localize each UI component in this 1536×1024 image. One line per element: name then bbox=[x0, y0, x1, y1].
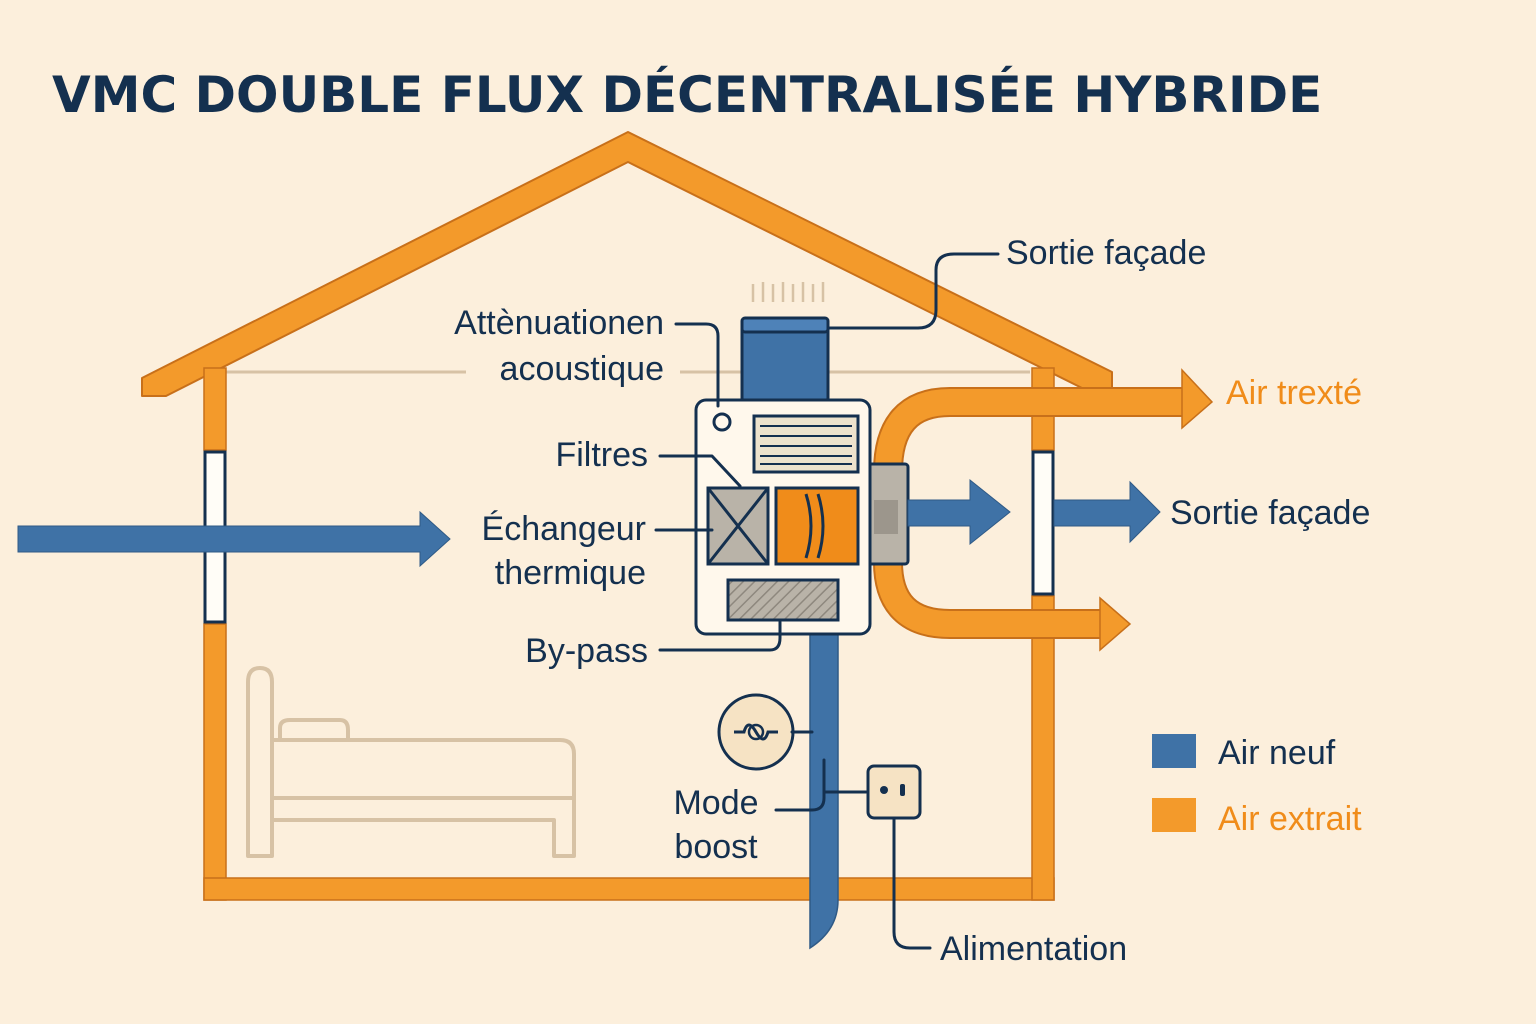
fresh-air-inlet-arrow bbox=[17, 510, 451, 568]
legend-swatch-air-extrait bbox=[1152, 798, 1196, 832]
facade-outlet-arrow bbox=[1053, 480, 1161, 544]
label-air-traite: Air trexté bbox=[1226, 374, 1362, 412]
legend-label-air-neuf: Air neuf bbox=[1218, 734, 1336, 772]
legend-swatch-air-neuf bbox=[1152, 734, 1196, 768]
fan-icon bbox=[717, 693, 795, 771]
bypass-block bbox=[726, 578, 840, 622]
page-title: VMC DOUBLE FLUX DÉCENTRALISÉE HYBRIDE bbox=[52, 65, 1322, 124]
label-bypass: By-pass bbox=[525, 632, 648, 670]
label-echangeur-1: Échangeur bbox=[482, 510, 646, 548]
label-attenuation-1: Attènuationen bbox=[454, 304, 664, 342]
label-mode-boost-2: boost bbox=[674, 828, 758, 866]
acoustic-indicator-icon bbox=[712, 412, 732, 432]
leader-lines bbox=[654, 252, 1000, 950]
bed-icon bbox=[246, 666, 576, 858]
supply-outlet-arrow bbox=[907, 478, 1011, 546]
label-sortie-facade-right: Sortie façade bbox=[1170, 494, 1370, 532]
acoustic-baffle-icon bbox=[752, 414, 860, 474]
heat-exchanger-icon bbox=[774, 486, 860, 566]
label-attenuation-2: acoustique bbox=[500, 350, 664, 388]
label-filtres: Filtres bbox=[555, 436, 648, 474]
wall-switch-icon bbox=[866, 764, 922, 820]
right-window bbox=[1031, 450, 1055, 596]
filter-icon bbox=[706, 486, 770, 566]
exhaust-duct bbox=[873, 368, 1214, 652]
label-sortie-facade-top: Sortie façade bbox=[1006, 234, 1206, 272]
sound-waves bbox=[751, 282, 825, 302]
label-mode-boost-1: Mode bbox=[673, 784, 758, 822]
vmc-unit bbox=[694, 398, 872, 636]
label-echangeur-2: thermique bbox=[495, 554, 646, 592]
label-alimentation: Alimentation bbox=[940, 930, 1127, 968]
legend: Air neuf Air extrait bbox=[1152, 734, 1362, 838]
legend-label-air-extrait: Air extrait bbox=[1218, 800, 1362, 838]
